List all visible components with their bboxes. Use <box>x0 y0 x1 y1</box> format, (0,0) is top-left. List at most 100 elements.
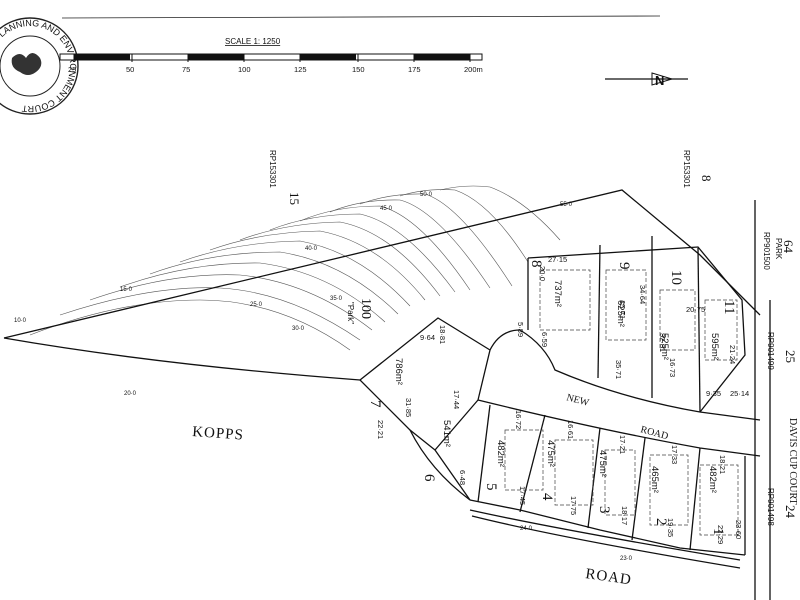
dimension-label: 16·73 <box>668 358 677 377</box>
contour-label: 23·0 <box>620 556 633 562</box>
contour-lines <box>29 185 561 351</box>
contour-label: 45·0 <box>380 206 393 212</box>
scale-tick-label: 200m <box>464 65 483 74</box>
neighbour-lot-25: 25 RP901499 <box>766 332 798 370</box>
scale-tick-label: 100 <box>238 65 251 74</box>
dimension-label: 6·59 <box>540 332 549 347</box>
dimension-label: 31·85 <box>404 398 413 417</box>
lot-1-number: 1 <box>710 528 726 536</box>
lot-5-number: 5 <box>483 483 499 491</box>
lot-7-number: 7 <box>367 400 383 408</box>
lot-5-area: 482m² <box>495 440 506 467</box>
scale-tick-label: 75 <box>182 65 190 74</box>
neighbour-lot-24-number: 24 <box>783 505 798 519</box>
contour-label: 55·0 <box>560 202 573 208</box>
north-arrow: N <box>605 72 688 88</box>
contour-label: 20·0 <box>124 391 137 397</box>
neighbour-lot-25-number: 25 <box>783 350 798 363</box>
dimension-label: 25·14 <box>730 389 749 398</box>
dimension-label: 17·21 <box>618 435 627 454</box>
neighbour-lot-8: 8 RP153301 <box>682 150 714 188</box>
scale-tick-label: 50 <box>126 65 134 74</box>
dimension-label: 18·17 <box>620 506 629 525</box>
dimension-label: 17·45 <box>518 486 527 505</box>
dimension-label: 34·64 <box>638 285 647 304</box>
dimension-label: 17·75 <box>569 496 578 515</box>
neighbour-lot-25-plan: RP901499 <box>766 332 775 370</box>
scale-tick-label: 150 <box>352 65 365 74</box>
lot-2-number: 2 <box>653 518 669 526</box>
contour-label: 15·0 <box>120 287 133 293</box>
dimension-label: 35·71 <box>614 360 623 379</box>
dimension-label: 22·21 <box>376 420 385 439</box>
lot-7-area: 786m² <box>393 358 404 385</box>
scale-tick-label: 25 <box>68 65 76 74</box>
lot-6-number: 6 <box>421 474 437 482</box>
park-lot-label: "Park" <box>346 302 355 324</box>
lot-11-area: 595m² <box>709 333 720 360</box>
lot-3-number: 3 <box>596 506 612 514</box>
contour-label: 10·0 <box>14 318 27 324</box>
road-label-davis-cup-court: DAVIS CUP COURT <box>787 418 798 505</box>
scale-tick-label: 125 <box>294 65 307 74</box>
dimension-label: 17·44 <box>452 390 461 409</box>
contour-label: 24·0 <box>520 526 533 532</box>
neighbour-lot-15-plan: RP153301 <box>268 150 277 188</box>
neighbour-lot-24: 24 RP901498 <box>766 488 798 526</box>
dimension-label: 15·71 <box>618 300 627 319</box>
dimension-label: 21·24 <box>728 345 737 364</box>
scale-tick-label: 175 <box>408 65 421 74</box>
dimensions-layer: 27·1520·034·6435·7115·7116·7320·7521·249… <box>376 255 749 544</box>
contour-label: 25·0 <box>250 302 263 308</box>
neighbour-lot-64-tag: PARK <box>774 238 783 260</box>
dimension-label: 23·60 <box>734 520 743 539</box>
contour-label: 40·0 <box>305 246 318 252</box>
scale-title: SCALE 1: 1250 <box>225 37 281 46</box>
dimension-label: 9·64 <box>420 333 435 342</box>
davis-cup-court-label: DAVIS CUP COURT <box>787 418 798 505</box>
dimension-label: 16·61 <box>566 420 575 439</box>
scale-bar: SCALE 1: 1250 25 50 75 100 125 150 175 200m <box>59 15 661 74</box>
lot-8-area: 737m² <box>552 280 563 307</box>
dimension-label: 9·35 <box>706 389 721 398</box>
dimension-label: 19·35 <box>666 518 675 537</box>
park-lot-number: 100 <box>358 298 373 319</box>
neighbour-lot-8-number: 8 <box>699 175 714 182</box>
lot-6-area: 541m² <box>441 420 452 447</box>
lot-1-area: 482m² <box>707 466 718 493</box>
dimension-label: 17·33 <box>670 445 679 464</box>
neighbour-lot-64-number: 64 <box>781 240 796 254</box>
lots-layer: 1 482m² 2 465m² 3 475m² 4 475m² 5 482m² 6 541m² 7 786… <box>367 260 737 536</box>
dimension-label: 27·15 <box>548 255 567 264</box>
court-seal: THE PLANNING AND ENVIRONMENT COURT <box>0 17 79 115</box>
dimension-label: 16·72 <box>514 410 523 429</box>
lot-10-number: 10 <box>668 270 684 285</box>
dimension-label: 22·29 <box>716 525 725 544</box>
neighbour-lot-64-plan: RP901500 <box>762 232 771 270</box>
neighbour-lot-8-plan: RP153301 <box>682 150 691 188</box>
road-label-new: NEW <box>565 392 590 409</box>
neighbour-lot-15: 15 RP153301 <box>268 150 302 205</box>
contour-label: 30·0 <box>292 326 305 332</box>
building-envelopes <box>504 269 739 536</box>
road-label-road: ROAD <box>584 566 632 588</box>
lot-4-number: 4 <box>539 493 555 501</box>
dimension-label: 6·48 <box>458 470 467 485</box>
dimension-label: 18·81 <box>438 325 447 344</box>
dimension-label: 20·0 <box>538 266 547 281</box>
contour-labels-layer: 10·015·020·025·030·035·040·045·050·055·0… <box>14 192 633 562</box>
lot-8-number: 8 <box>528 260 544 268</box>
lot-11-number: 11 <box>721 300 737 314</box>
lot-9-number: 9 <box>616 262 632 270</box>
lot-4-area: 475m² <box>545 440 556 467</box>
lot-3-area: 475m² <box>597 450 608 477</box>
north-label: N <box>655 73 664 88</box>
lot-9-area: 625m² <box>615 300 626 327</box>
neighbour-lot-15-number: 15 <box>287 192 302 205</box>
lot-2-area: 465m² <box>649 466 660 493</box>
road-label-kopps: KOPPS <box>192 424 245 444</box>
dimension-label: 32·81 <box>658 333 667 352</box>
neighbour-lot-64: 64 PARK RP901500 <box>762 232 796 270</box>
dimension-label: 5·89 <box>516 322 525 337</box>
